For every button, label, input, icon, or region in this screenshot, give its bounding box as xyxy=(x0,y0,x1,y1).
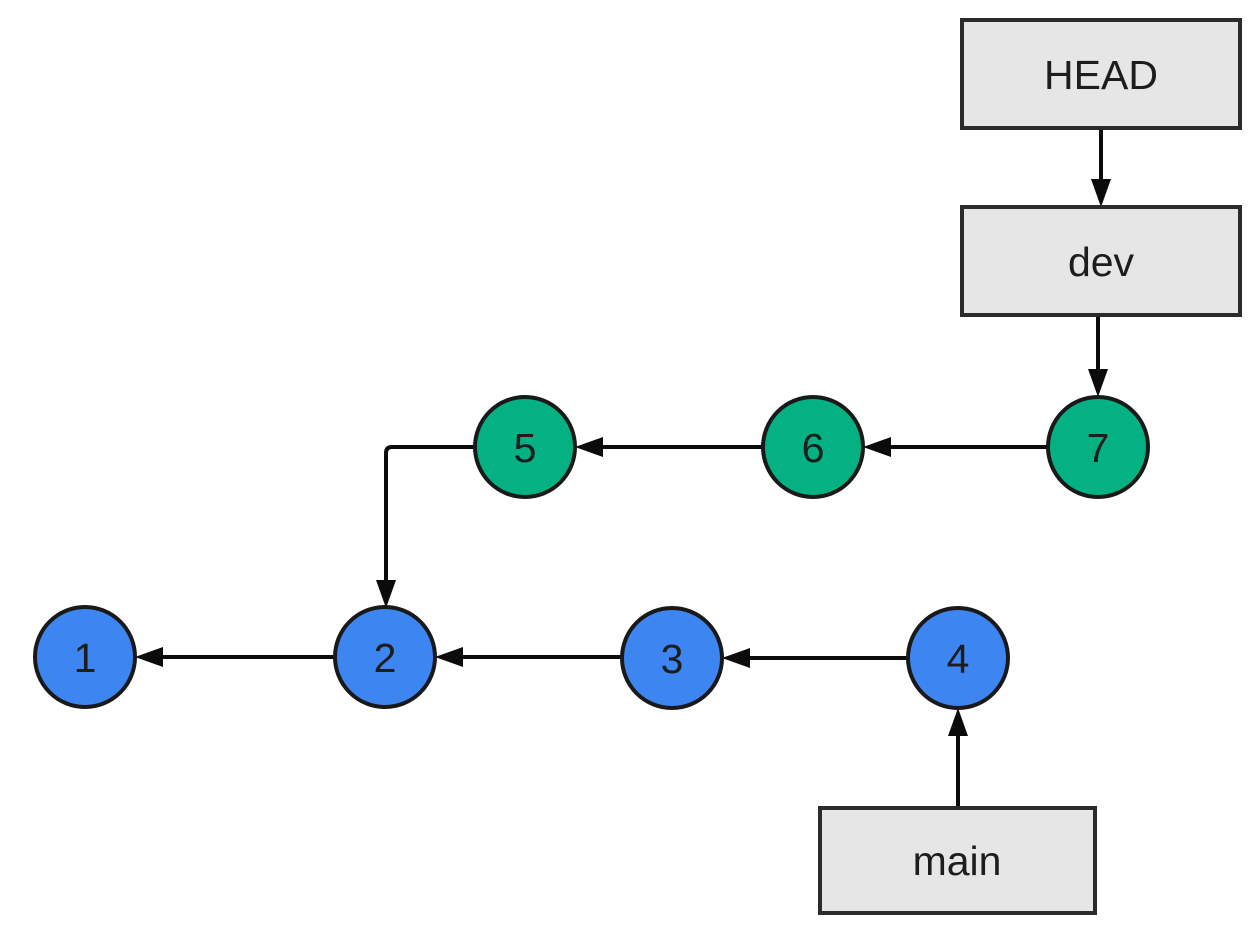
edge-head-to-dev xyxy=(1091,128,1111,207)
edge-commit6-to-commit5 xyxy=(575,437,763,457)
commit-node-5[interactable]: 5 xyxy=(473,395,577,499)
commit-node-3-circle[interactable] xyxy=(620,606,724,710)
commit-node-1[interactable]: 1 xyxy=(33,605,137,709)
commit-node-1-circle[interactable] xyxy=(33,605,137,709)
commit-node-1-label: 1 xyxy=(74,635,97,681)
arrowhead-down-icon xyxy=(1091,179,1111,207)
arrowhead-left-icon xyxy=(435,647,463,667)
ref-box-dev-label: dev xyxy=(1068,239,1135,285)
commit-node-6-label: 6 xyxy=(802,425,825,471)
arrowhead-down-icon xyxy=(1088,369,1108,397)
commit-node-5-circle[interactable] xyxy=(473,395,577,499)
commit-node-4-circle[interactable] xyxy=(906,606,1010,710)
edge-commit2-to-commit1 xyxy=(135,647,335,667)
arrowhead-left-icon xyxy=(722,648,750,668)
commit-node-6-circle[interactable] xyxy=(761,395,865,499)
edge-elbow-path xyxy=(384,445,475,582)
commits-layer: 1 2 3 4 5 6 xyxy=(33,395,1150,710)
arrowhead-left-icon xyxy=(135,647,163,667)
arrowhead-up-icon xyxy=(948,708,968,736)
commit-node-2[interactable]: 2 xyxy=(333,605,437,709)
ref-box-main-rect[interactable] xyxy=(818,806,1097,915)
ref-box-head[interactable]: HEAD xyxy=(960,18,1242,130)
edge-commit5-to-commit2 xyxy=(376,445,475,608)
edge-dev-to-commit7 xyxy=(1088,315,1108,397)
edge-commit4-to-commit3 xyxy=(722,648,908,668)
ref-box-dev-rect[interactable] xyxy=(960,205,1242,317)
edges-layer xyxy=(135,128,1111,808)
arrowhead-left-icon xyxy=(863,437,891,457)
edge-commit3-to-commit2 xyxy=(435,647,622,667)
edge-main-to-commit4 xyxy=(948,708,968,808)
commit-node-5-label: 5 xyxy=(514,425,537,471)
commit-node-4[interactable]: 4 xyxy=(906,606,1010,710)
commit-node-3[interactable]: 3 xyxy=(620,606,724,710)
commit-node-7-label: 7 xyxy=(1087,425,1110,471)
ref-box-dev[interactable]: dev xyxy=(960,205,1242,317)
ref-box-head-rect[interactable] xyxy=(960,18,1242,130)
commit-node-7[interactable]: 7 xyxy=(1046,395,1150,499)
commit-node-2-label: 2 xyxy=(374,635,397,681)
refs-layer: HEAD dev main xyxy=(818,18,1242,915)
edge-commit7-to-commit6 xyxy=(863,437,1048,457)
arrowhead-left-icon xyxy=(575,437,603,457)
commit-node-6[interactable]: 6 xyxy=(761,395,865,499)
ref-box-main-label: main xyxy=(913,838,1002,884)
ref-box-head-label: HEAD xyxy=(1044,52,1158,98)
commit-node-2-circle[interactable] xyxy=(333,605,437,709)
commit-node-4-label: 4 xyxy=(947,636,970,682)
commit-node-7-circle[interactable] xyxy=(1046,395,1150,499)
commit-node-3-label: 3 xyxy=(661,636,684,682)
arrowhead-down-icon xyxy=(376,580,396,608)
ref-box-main[interactable]: main xyxy=(818,806,1097,915)
